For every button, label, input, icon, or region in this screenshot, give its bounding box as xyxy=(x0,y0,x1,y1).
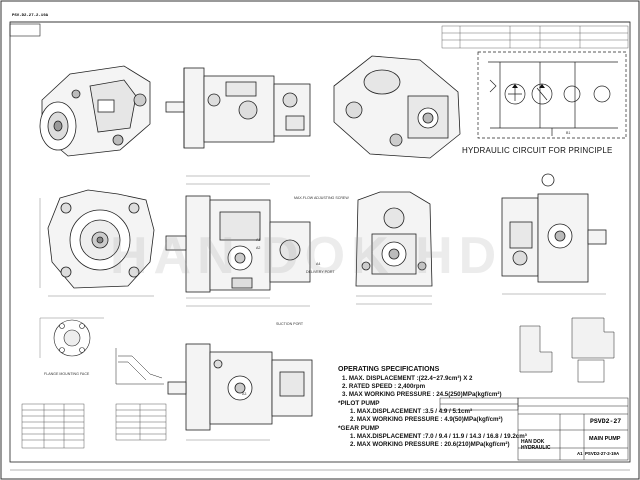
iso-view-left xyxy=(39,65,151,157)
section-details xyxy=(519,317,615,383)
spec-pilot-2: 2. MAX WORKING PRESSURE : 4.9(50)MPa(kgf… xyxy=(350,416,503,423)
spec-main-2: 2. RATED SPEED : 2,400rpm xyxy=(342,383,426,390)
spec-gear-heading: *GEAR PUMP xyxy=(338,425,380,432)
dimension-lines-left xyxy=(39,198,154,297)
spec-heading: OPERATING SPECIFICATIONS xyxy=(338,366,440,373)
side-view-main xyxy=(165,195,311,293)
title-block-part-name: MAIN PUMP xyxy=(589,436,621,442)
title-block-company: HAN DOK HYDRAULIC xyxy=(521,439,550,451)
circuit-title: HYDRAULIC CIRCUIT FOR PRINCIPLE xyxy=(462,146,613,155)
drawing-id-label: PSV-D2-27-2-19A xyxy=(12,14,49,18)
watermark: HAN DOK HD xyxy=(110,227,503,285)
id-box xyxy=(9,23,41,37)
bottom-view xyxy=(167,343,313,431)
front-view-left xyxy=(47,189,155,289)
a2-label: A2 xyxy=(256,246,261,250)
spec-main-1: 1. MAX. DISPLACEMENT :(22.4~27.9cm³) X 2 xyxy=(342,375,473,382)
title-block-scale: A1 xyxy=(577,451,583,456)
flange-detail xyxy=(53,319,91,357)
parts-table xyxy=(21,403,167,449)
spec-gear-1: 1. MAX.DISPLACEMENT :7.0 / 9.4 / 11.9 / … xyxy=(350,433,527,440)
rear-view xyxy=(355,191,433,287)
spec-pilot-1: 1. MAX.DISPLACEMENT :3.5 / 4.9 / 5.1cm³ xyxy=(350,408,473,415)
suction-port-label: SUCTION PORT xyxy=(276,322,304,326)
title-block-drawing-no: PSVD2-27-2-19A xyxy=(585,451,620,456)
iso-view-right xyxy=(333,55,461,159)
a1-label: A1 xyxy=(256,238,261,242)
company-line-1: HAN DOK xyxy=(521,439,545,445)
hydraulic-circuit xyxy=(477,51,627,139)
revision-table xyxy=(441,25,629,49)
a4-label: A4 xyxy=(316,262,321,266)
company-line-2: HYDRAULIC xyxy=(521,445,551,451)
spec-gear-2: 2. MAX WORKING PRESSURE : 20.6(210)MPa(k… xyxy=(350,441,510,448)
side-view-right xyxy=(501,173,607,283)
flange-label: FLANGE MOUNTING FACE xyxy=(44,372,90,376)
side-view-top xyxy=(165,67,311,149)
delivery-port-label: DELIVERY PORT xyxy=(306,270,335,274)
dimension-lines-main xyxy=(186,175,310,307)
b1-label: B1 xyxy=(566,131,571,135)
spec-main-3: 3. MAX WORKING PRESSURE : 24.5(250)MPa(k… xyxy=(342,391,502,398)
curve-detail xyxy=(115,348,164,385)
title-block xyxy=(439,397,629,461)
spec-pilot-heading: *PILOT PUMP xyxy=(338,400,380,407)
a3-label: A3 xyxy=(242,392,247,396)
max-flow-label: MAX.FLOW ADJUSTING SCREW xyxy=(294,196,349,200)
title-block-model: PSVD2-27 xyxy=(590,418,622,425)
